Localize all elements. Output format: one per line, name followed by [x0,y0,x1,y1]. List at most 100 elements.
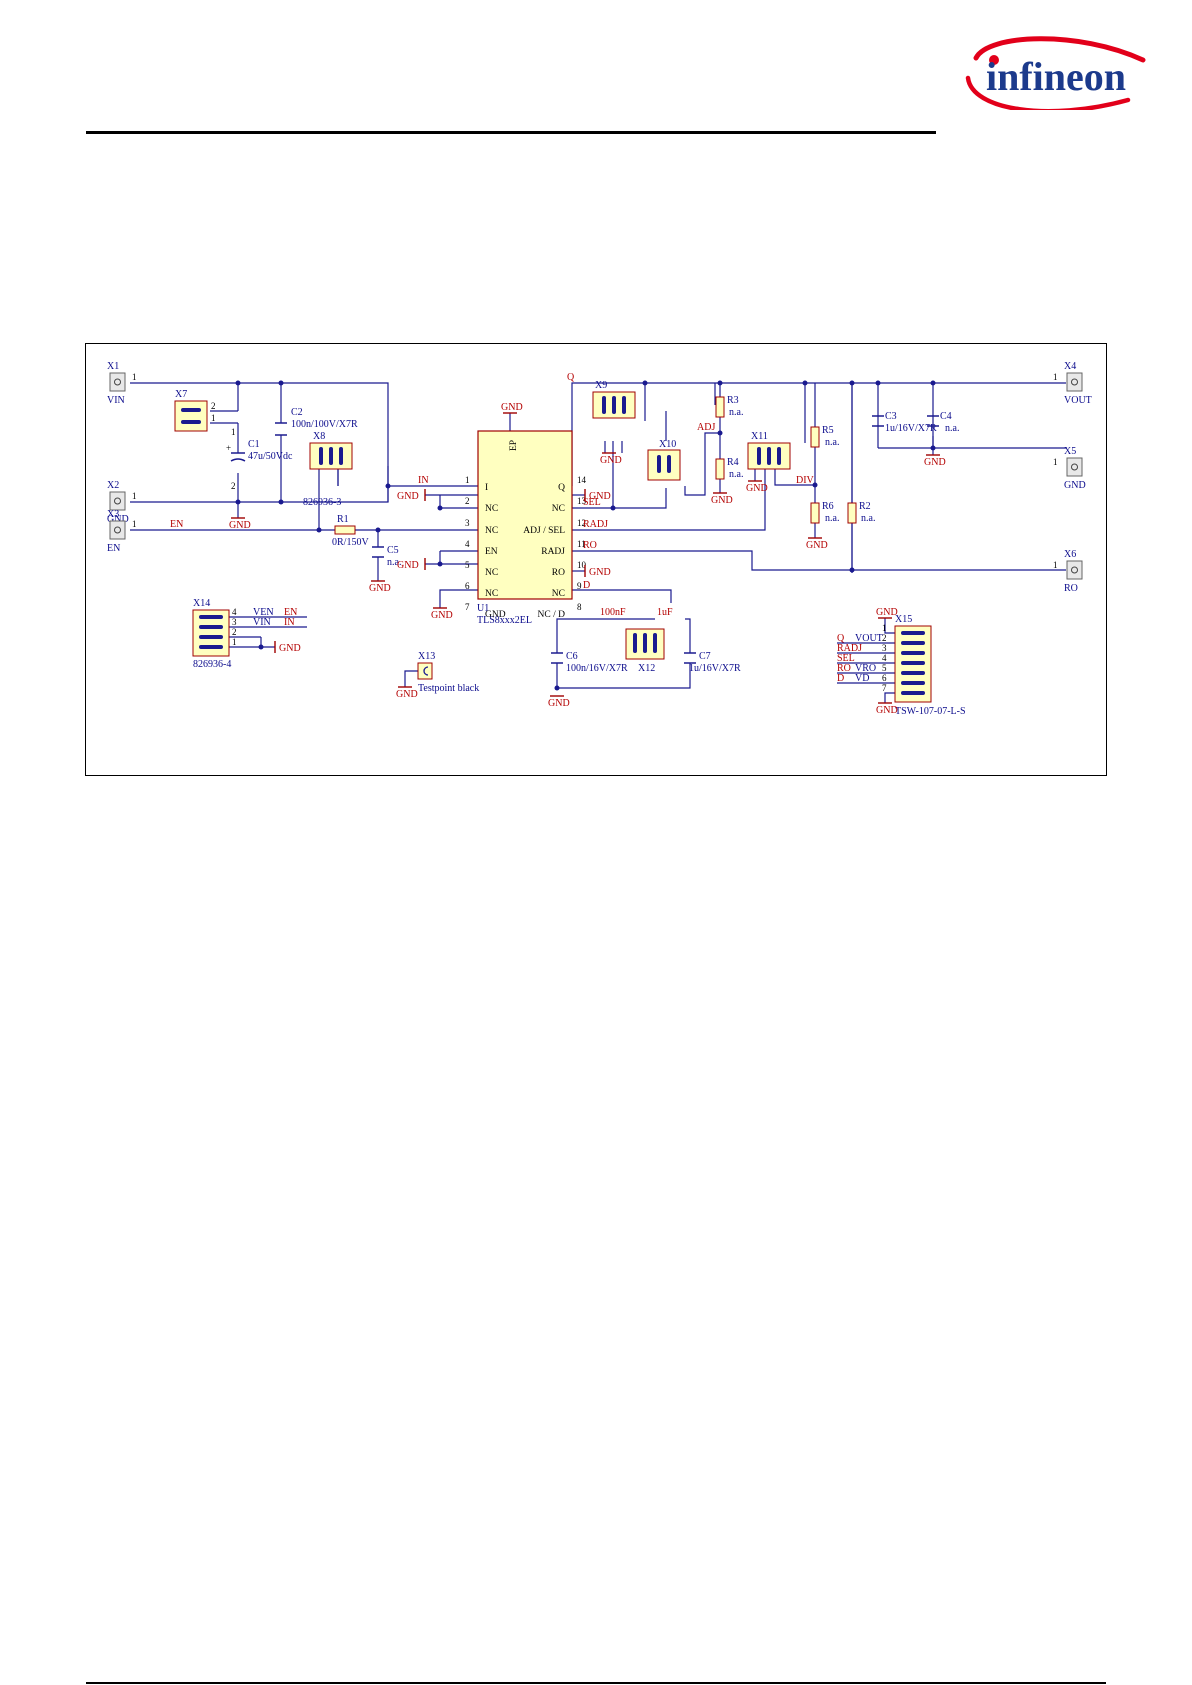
header-x14: X14 826936-4 4 3 2 1 VEN VIN EN IN [192,598,297,670]
infineon-logo: infineon [965,36,1146,110]
net-labels: IN EN Q SEL RADJ RO D ADJ DIV [170,372,815,591]
svg-text:GND: GND [107,514,129,525]
svg-text:3: 3 [882,643,887,653]
svg-text:C6: C6 [566,651,578,662]
svg-text:NC: NC [485,504,498,514]
svg-text:U1: U1 [477,603,489,614]
svg-text:4: 4 [465,539,470,549]
svg-text:X14: X14 [193,598,210,609]
svg-text:GND: GND [711,495,733,506]
testpoint-x13: X13 Testpoint black [417,651,479,694]
svg-text:1u/16V/X7R: 1u/16V/X7R [885,423,937,434]
terminal-x4: X4 VOUT 1 [1053,361,1092,406]
resistor-r1: R1 0R/150V [332,514,369,548]
svg-text:X7: X7 [175,389,187,400]
svg-text:47u/50Vdc: 47u/50Vdc [248,451,293,462]
svg-text:VEN: VEN [253,607,274,618]
terminal-x2: X2 GND 1 [107,480,137,525]
svg-text:n.a.: n.a. [861,513,875,524]
svg-text:GND: GND [876,607,898,618]
svg-text:C3: C3 [885,411,897,422]
svg-text:1: 1 [211,413,216,423]
svg-text:1: 1 [882,623,887,633]
net-c6-value: 100nF [600,607,626,618]
svg-text:DIV: DIV [796,475,815,486]
svg-text:7: 7 [882,683,887,693]
svg-text:3: 3 [465,518,470,528]
svg-text:2: 2 [882,633,887,643]
svg-text:GND: GND [924,457,946,468]
svg-text:C1: C1 [248,439,260,450]
svg-text:n.a.: n.a. [945,423,959,434]
svg-text:n.a.: n.a. [387,557,401,568]
svg-text:D: D [837,673,844,684]
svg-text:1: 1 [1053,560,1058,570]
capacitor-c6: C6 100n/16V/X7R [551,651,628,674]
svg-text:X9: X9 [595,380,607,391]
header-x10: X10 [647,439,681,481]
svg-text:1: 1 [231,427,236,437]
svg-text:6: 6 [465,581,470,591]
svg-text:VIN: VIN [107,395,125,406]
svg-text:13: 13 [577,496,587,506]
svg-text:n.a.: n.a. [729,469,743,480]
svg-text:14: 14 [577,475,587,485]
svg-text:C2: C2 [291,407,303,418]
svg-text:9: 9 [577,581,582,591]
svg-text:C5: C5 [387,545,399,556]
svg-text:TSW-107-07-L-S: TSW-107-07-L-S [895,706,966,717]
svg-text:X2: X2 [107,480,119,491]
resistor-r6: R6 n.a. [810,501,839,524]
svg-text:X15: X15 [895,614,912,625]
terminal-x3: X3 EN 1 [107,509,137,554]
terminal-x5: X5 GND 1 [1053,446,1086,491]
header-x9: X9 [592,380,636,419]
svg-text:R6: R6 [822,501,834,512]
gnd-symbols: GND GND GND GND GND GND GND GND GND GND … [229,402,946,716]
header-x8: X8 826936-3 [303,431,353,508]
svg-text:Testpoint black: Testpoint black [418,683,479,694]
svg-text:VOUT: VOUT [1064,395,1092,406]
svg-text:100n/100V/X7R: 100n/100V/X7R [291,419,358,430]
svg-text:TLS8xxx2EL: TLS8xxx2EL [477,615,532,626]
svg-text:GND: GND [746,483,768,494]
svg-text:7: 7 [465,602,470,612]
svg-text:SEL: SEL [583,497,601,508]
svg-text:NC / D: NC / D [538,610,566,620]
svg-text:X6: X6 [1064,549,1076,560]
svg-text:NC: NC [485,526,498,536]
svg-text:GND: GND [806,540,828,551]
svg-text:n.a.: n.a. [825,437,839,448]
capacitor-c2: C2 100n/100V/X7R [275,407,358,436]
svg-text:826936-3: 826936-3 [303,497,341,508]
header-rule [86,131,936,134]
svg-text:R2: R2 [859,501,871,512]
svg-text:C7: C7 [699,651,711,662]
svg-text:1: 1 [132,372,137,382]
svg-text:GND: GND [589,567,611,578]
svg-text:4: 4 [232,607,237,617]
svg-text:1: 1 [1053,457,1058,467]
svg-text:X12: X12 [638,663,655,674]
svg-text:Q: Q [567,372,575,383]
svg-text:n.a.: n.a. [729,407,743,418]
svg-text:GND: GND [485,610,506,620]
svg-text:8: 8 [577,602,582,612]
svg-text:EP: EP [509,440,519,451]
svg-text:GND: GND [600,455,622,466]
svg-text:RO: RO [837,663,851,674]
svg-text:1: 1 [1053,372,1058,382]
svg-text:RADJ: RADJ [583,519,608,530]
resistor-r5: R5 n.a. [810,425,839,448]
svg-text:11: 11 [577,539,586,549]
svg-text:ADJ: ADJ [697,422,715,433]
capacitor-c5: C5 n.a. [372,545,401,568]
terminal-x1: X1 VIN 1 [107,361,137,406]
svg-text:RO: RO [583,540,597,551]
svg-text:2: 2 [465,496,470,506]
svg-text:I: I [485,483,488,493]
svg-text:EN: EN [284,607,297,618]
svg-text:SEL: SEL [837,653,855,664]
svg-text:Q: Q [558,483,565,493]
svg-text:X8: X8 [313,431,325,442]
